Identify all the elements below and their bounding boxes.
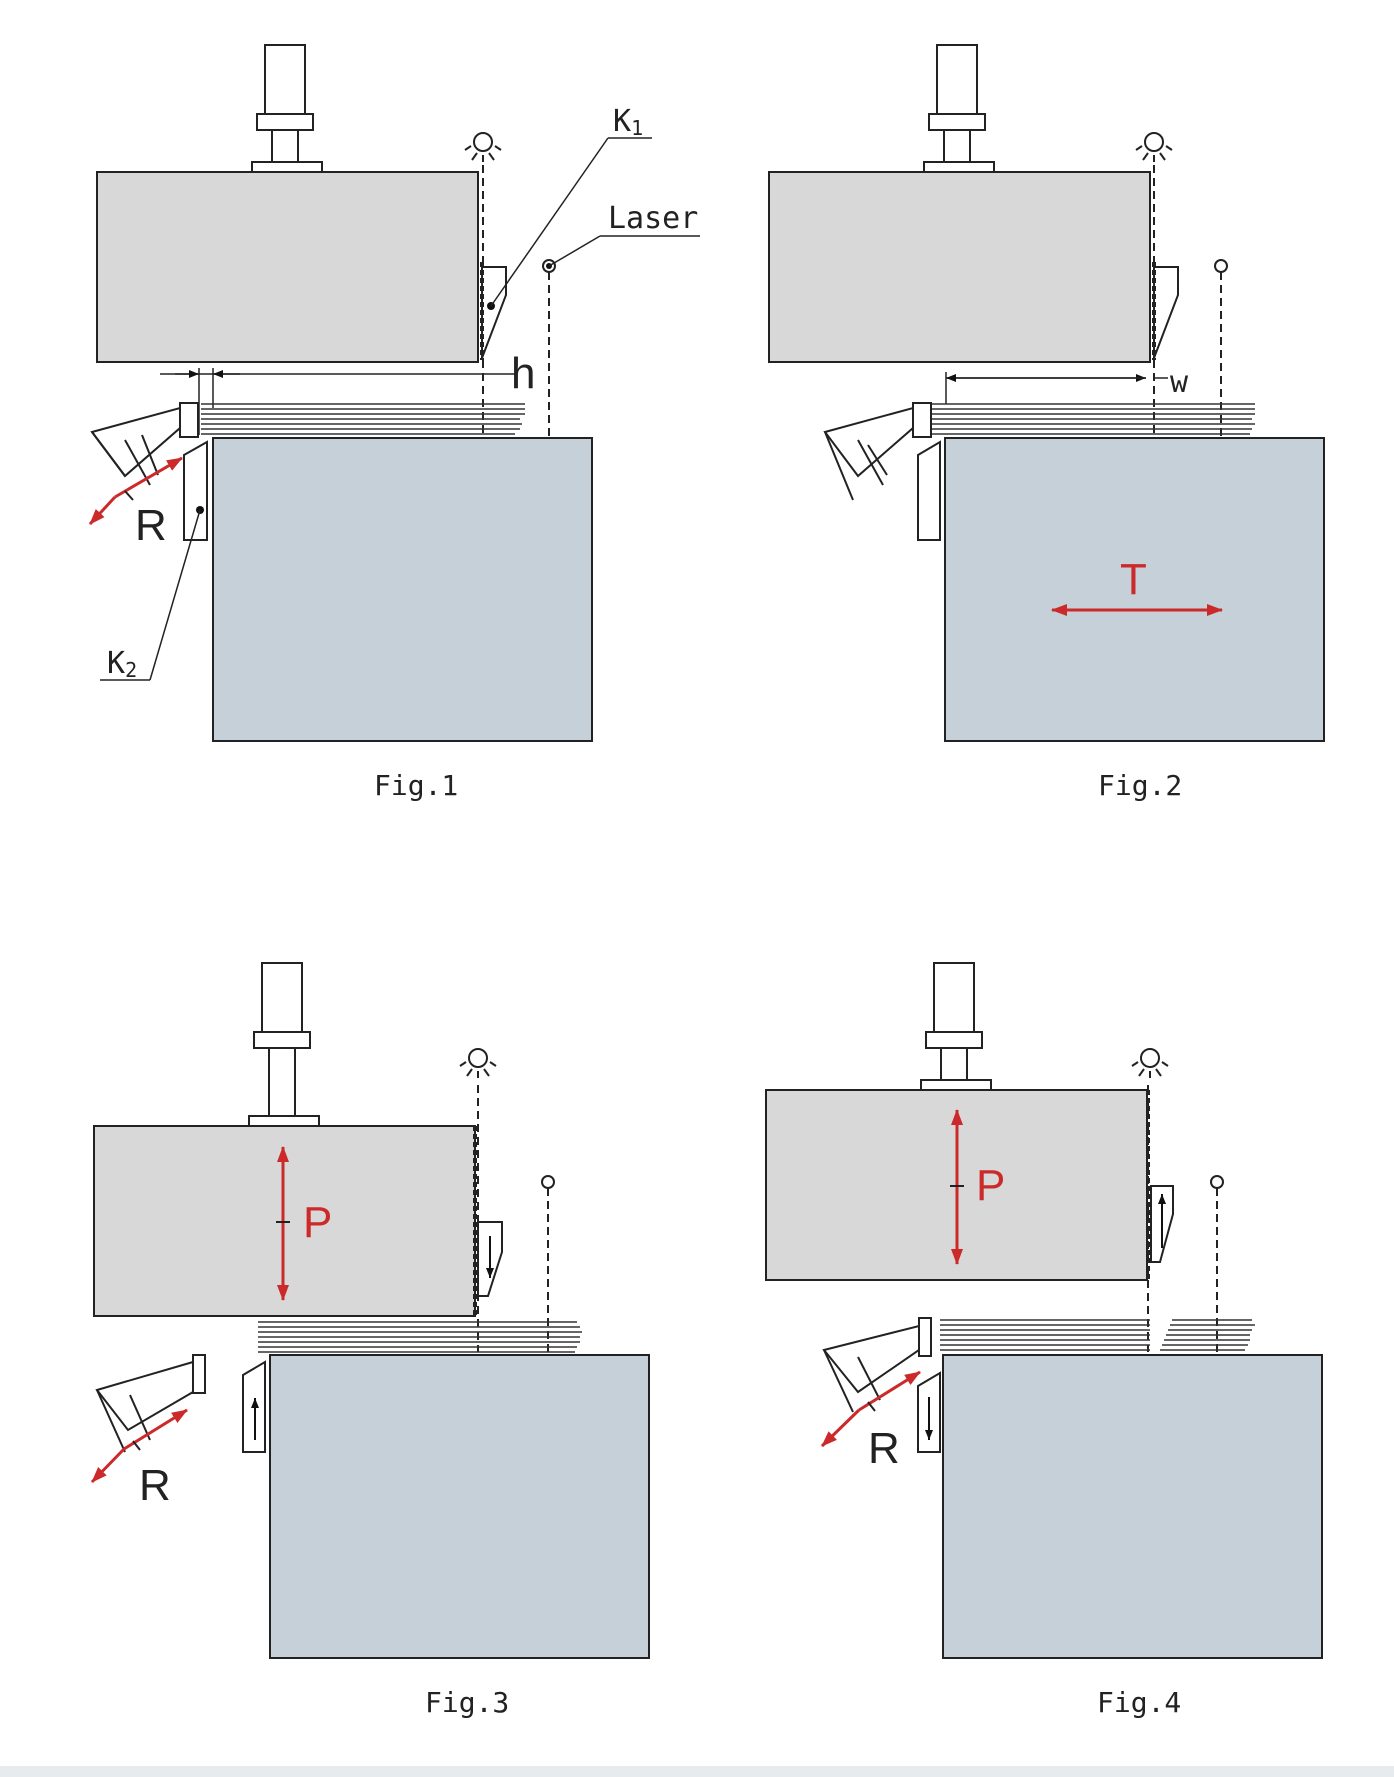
caption-fig-4: Fig.4: [1097, 1686, 1181, 1719]
figure-1: K1 Laser h: [88, 44, 700, 802]
ram-rod: [271, 129, 299, 163]
figure-4: P R Fig.4: [765, 962, 1323, 1719]
figure-2: w T Fig.2: [768, 44, 1325, 802]
r-label: R: [139, 1461, 171, 1510]
r-arrow: [820, 1408, 861, 1448]
k1-label: K1: [613, 104, 643, 140]
bottom-rule: [0, 1766, 1394, 1777]
upper-beam: [768, 171, 1151, 363]
sheet-stack: [258, 1321, 582, 1353]
laser-dot-icon: [541, 1175, 555, 1189]
lower-table: [269, 1354, 650, 1659]
caption-fig-2: Fig.2: [1098, 769, 1182, 802]
laser-leader: [548, 235, 601, 267]
lower-table: [212, 437, 593, 742]
upper-beam: [96, 171, 479, 363]
sheet-stack: [201, 403, 525, 435]
k1-leader: [490, 137, 609, 307]
lamp-icon: [1131, 1048, 1169, 1078]
backgauge: [823, 402, 932, 501]
laser-label: Laser: [608, 201, 698, 236]
r-arrow: [88, 495, 117, 526]
lamp-icon: [459, 1048, 497, 1078]
backgauge: [95, 1354, 206, 1453]
ram-column: [264, 44, 306, 116]
lower-table: [942, 1354, 1323, 1659]
k2-clamp: [917, 440, 941, 541]
h-label: h: [511, 349, 535, 398]
r-label: R: [135, 501, 167, 550]
k1-clamp: [481, 266, 507, 359]
ram-plate: [251, 161, 323, 173]
lamp-icon: [1135, 132, 1173, 162]
lamp-icon: [464, 132, 502, 162]
sheet-stack-left: [940, 1319, 1150, 1351]
t-label: T: [1120, 555, 1147, 604]
k2-leader: [149, 509, 201, 681]
figure-3: P R Fig.3: [90, 962, 650, 1719]
sheet-stack-right: [1160, 1319, 1255, 1351]
caption-fig-3: Fig.3: [425, 1686, 509, 1719]
r-arrow: [90, 1447, 126, 1484]
k1-clamp: [1153, 266, 1179, 359]
r-label: R: [868, 1424, 900, 1473]
sheet-stack: [931, 403, 1255, 435]
backgauge: [822, 1317, 932, 1413]
w-label: w: [1170, 365, 1189, 400]
backgauge: [90, 402, 199, 486]
laser-dot-icon: [1210, 1175, 1224, 1189]
laser-dot-icon: [1214, 259, 1228, 273]
ram-flange: [256, 113, 314, 131]
k2-label: K2: [107, 646, 137, 682]
p-label: P: [976, 1161, 1005, 1210]
lower-table: [944, 437, 1325, 742]
p-label: P: [303, 1198, 332, 1247]
caption-fig-1: Fig.1: [374, 769, 458, 802]
k2-clamp: [183, 440, 208, 541]
